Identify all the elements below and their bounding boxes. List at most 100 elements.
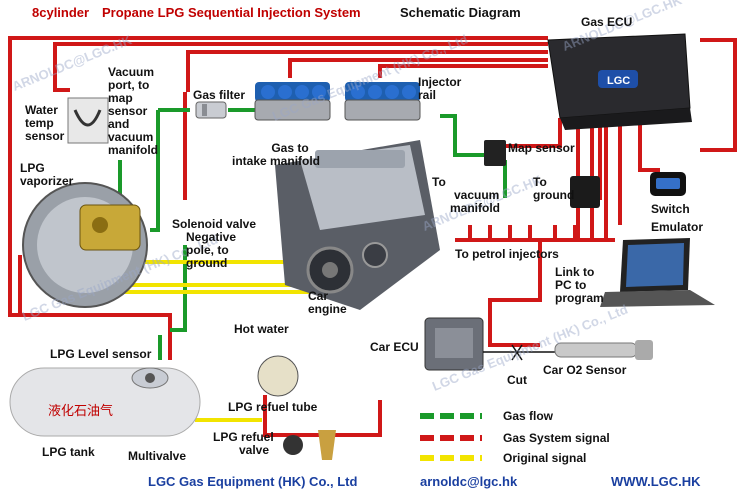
legend-gas-system-signal: Gas System signal <box>503 431 610 445</box>
signal-wire-rail <box>288 58 548 78</box>
emulator-label: Emulator <box>651 220 704 234</box>
car-o2-sensor-label: Car O2 Sensor <box>543 363 627 377</box>
to-vacuum-manifold-line-1: To <box>432 175 446 189</box>
vacuum-port-line-1: Vacuum <box>108 65 155 79</box>
title-main: Propane LPG Sequential Injection System <box>102 5 361 20</box>
injector-rail-label: Injector rail <box>418 76 461 102</box>
refuel-valve-icon <box>283 430 336 460</box>
water-temp-line-3: sensor <box>25 129 65 143</box>
switch-icon <box>650 172 686 196</box>
gas-ecu-label: Gas ECU <box>581 15 633 29</box>
refuel-tube-icon <box>257 355 299 397</box>
injector-rail-line-1: Injector <box>418 75 462 89</box>
title-sub: Schematic Diagram <box>400 5 521 20</box>
engine-icon <box>275 140 440 310</box>
legend-original-signal: Original signal <box>503 451 587 465</box>
vacuum-port-line-3: map <box>108 91 133 105</box>
injector-rail-line-2: rail <box>418 88 437 102</box>
emulator-icon <box>570 176 600 208</box>
to-petrol-injectors-label: To petrol injectors <box>455 247 559 261</box>
signal-wire-switch <box>638 118 660 172</box>
vacuum-port-line-2: port, to <box>108 78 150 92</box>
car-ecu-icon <box>424 317 484 371</box>
to-ground-line-2: ground <box>533 188 575 202</box>
laptop-icon <box>600 238 715 307</box>
signal-wire-level <box>18 255 172 360</box>
injector-rail-left <box>254 82 331 121</box>
injector-rail-right <box>344 82 421 121</box>
footer-email[interactable]: arnoldc@lgc.hk <box>420 474 518 489</box>
vacuum-port-label: Vacuum port, to map sensor and vacuum ma… <box>108 66 158 157</box>
hot-water-label: Hot water <box>234 322 289 336</box>
gas-filter-icon <box>195 101 227 119</box>
legend-gas-flow: Gas flow <box>503 409 554 423</box>
gas-ecu-box: LGC <box>547 33 692 130</box>
lpg-refuel-tube-label: LPG refuel tube <box>228 400 318 414</box>
gas-to-intake-line-1: Gas to <box>271 141 309 155</box>
gas-to-intake-label: Gas to intake manifold <box>232 142 320 168</box>
lpg-vaporizer-line-2: vaporizer <box>20 174 74 188</box>
lpg-level-sensor-label: LPG Level sensor <box>50 347 152 361</box>
signal-wires <box>8 36 737 437</box>
lpg-tank-icon <box>9 367 201 437</box>
lpg-refuel-valve-line-1: LPG refuel <box>213 430 274 444</box>
signal-wire-right <box>700 38 737 152</box>
lgc-logo-icon <box>598 70 638 88</box>
to-vacuum-manifold-label: To vacuum manifold <box>432 176 500 215</box>
car-engine-line-1: Car <box>308 289 329 303</box>
gas-filter-label: Gas filter <box>193 88 246 102</box>
lpg-vaporizer-line-1: LPG <box>20 161 45 175</box>
water-temp-line-1: Water <box>25 103 58 117</box>
lpg-vaporizer-label: LPG vaporizer <box>20 162 73 188</box>
vacuum-port-line-7: manifold <box>108 143 158 157</box>
link-to-pc-label: Link to PC to program <box>555 266 604 305</box>
link-to-pc-line-3: program <box>555 291 604 305</box>
multivalve-label: Multivalve <box>128 449 187 463</box>
gas-line-to-vaporizer <box>150 110 160 232</box>
cut-icon <box>483 344 555 361</box>
solenoid-valve-line-4: ground <box>186 256 228 270</box>
vacuum-port-line-6: vacuum <box>108 130 154 144</box>
to-ground-label: To ground <box>533 176 574 202</box>
lpg-refuel-valve-line-2: valve <box>239 443 270 457</box>
car-engine-label: Car engine <box>308 290 347 316</box>
solenoid-valve-line-2: Negative <box>186 230 237 244</box>
map-sensor-label: Map sensor <box>508 141 575 155</box>
vacuum-port-line-4: sensor <box>108 104 148 118</box>
cut-label: Cut <box>507 373 527 387</box>
map-sensor-icon <box>484 140 506 166</box>
gas-to-intake-line-2: intake manifold <box>232 154 321 168</box>
car-engine-line-2: engine <box>308 302 347 316</box>
o2-sensor-icon <box>554 340 653 360</box>
solenoid-valve-label: Solenoid valve Negative pole, to ground <box>172 218 256 270</box>
lpg-vaporizer-icon <box>22 182 148 308</box>
lpg-tank-label: LPG tank <box>42 445 95 459</box>
gas-flow-lines <box>118 108 507 360</box>
to-ground-line-1: To <box>533 175 547 189</box>
gas-line-map <box>440 114 485 157</box>
car-ecu-label: Car ECU <box>370 340 419 354</box>
legend-swatches <box>420 413 482 461</box>
solenoid-valve-line-1: Solenoid valve <box>172 217 257 231</box>
water-temp-sensor-icon <box>67 97 109 144</box>
signal-wire-rail2 <box>378 64 548 78</box>
signal-wire-filter-top <box>186 50 548 92</box>
vacuum-port-line-5: and <box>108 117 130 131</box>
signal-wire-o2-loop <box>488 240 542 347</box>
lpg-refuel-valve-label: LPG refuel valve <box>213 431 274 457</box>
title-cylinder: 8cylinder <box>32 5 90 20</box>
switch-label: Switch <box>651 202 690 216</box>
original-signal-lines <box>120 260 310 422</box>
footer-web[interactable]: WWW.LGC.HK <box>611 474 701 489</box>
to-vacuum-manifold-line-2: vacuum <box>454 188 500 202</box>
solenoid-valve-line-3: pole, to <box>186 243 229 257</box>
footer-company: LGC Gas Equipment (HK) Co., Ltd <box>148 474 358 489</box>
signal-wire-map <box>505 118 562 148</box>
link-to-pc-line-2: PC to <box>555 278 587 292</box>
link-to-pc-line-1: Link to <box>555 265 595 279</box>
to-vacuum-manifold-line-3: manifold <box>450 201 500 215</box>
svg-text:LGC: LGC <box>607 75 630 87</box>
water-temp-line-2: temp <box>25 116 54 130</box>
tank-characters: 液化石油气 <box>48 404 114 419</box>
